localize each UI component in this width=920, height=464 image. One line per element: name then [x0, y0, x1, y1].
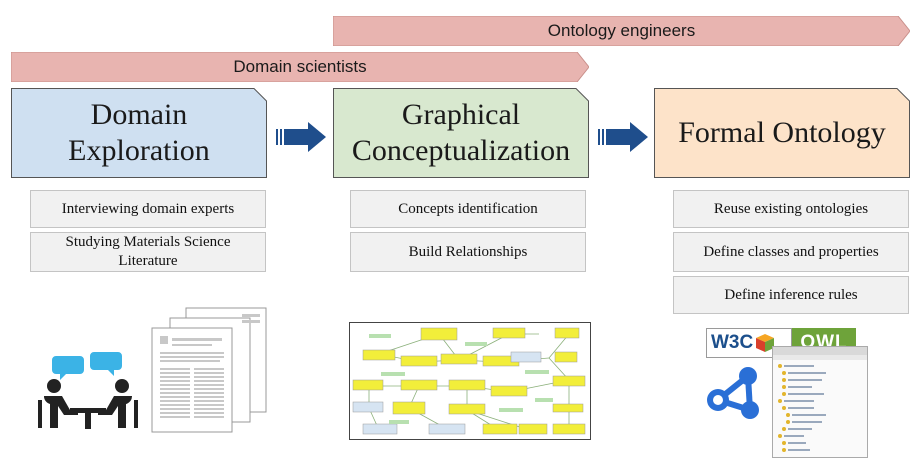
formal-ontology-title: Formal Ontology	[678, 116, 886, 149]
concept-map-thumbnail	[349, 322, 591, 440]
phase-box-shape	[11, 88, 267, 178]
graphical-conceptualization-title: Graphical Conceptualization	[351, 98, 571, 167]
graphical-conceptualization-box: Graphical Conceptualization	[333, 88, 589, 178]
phase-box-shape	[333, 88, 589, 178]
w3c-logo: W3C	[706, 328, 792, 358]
task-build-relationships: Build Relationships	[350, 232, 586, 272]
task-studying-literature: Studying Materials Science Literature	[30, 232, 266, 272]
task-concepts-identification: Concepts identification	[350, 190, 586, 228]
domain-exploration-box: Domain Exploration	[11, 88, 267, 178]
domain-exploration-title: Domain Exploration	[68, 98, 210, 167]
ontology-engineers-banner: Ontology engineers	[333, 16, 910, 46]
phase-box-shape	[654, 88, 910, 178]
cube-icon	[756, 334, 775, 352]
task-interviewing-experts: Interviewing domain experts	[30, 190, 266, 228]
banner-arrow-shape	[333, 16, 910, 46]
w3c-logo-text: W3C	[711, 332, 754, 353]
ontology-engineers-label: Ontology engineers	[547, 21, 696, 40]
task-reuse-ontologies: Reuse existing ontologies	[673, 190, 909, 228]
ontology-editor-screenshot	[772, 346, 868, 458]
domain-scientists-label: Domain scientists	[233, 57, 367, 76]
banner-arrow-shape	[11, 52, 589, 82]
task-define-classes: Define classes and properties	[673, 232, 909, 272]
interview-people-icon	[38, 352, 138, 429]
right-arrow-icon	[598, 122, 648, 152]
ontology-graph-icon	[707, 367, 759, 419]
literature-papers-icon	[151, 307, 267, 433]
task-define-inference: Define inference rules	[673, 276, 909, 314]
domain-scientists-banner: Domain scientists	[11, 52, 589, 82]
right-arrow-icon	[276, 122, 326, 152]
formal-ontology-box: Formal Ontology	[654, 88, 910, 178]
